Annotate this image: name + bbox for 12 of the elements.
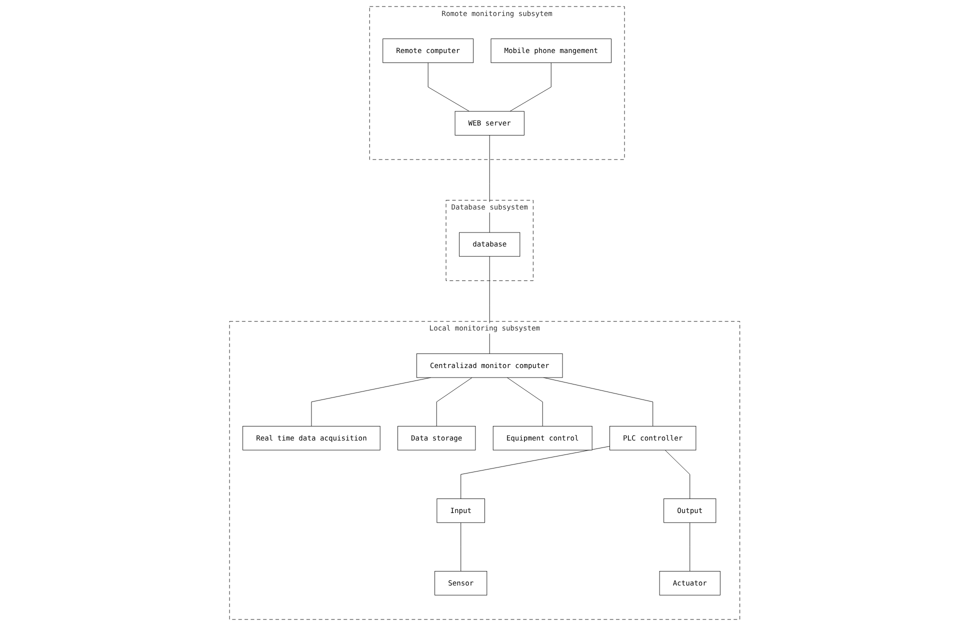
connector [428, 62, 470, 112]
connector [311, 376, 431, 426]
connector [489, 256, 490, 354]
connector [664, 449, 690, 498]
connector [509, 62, 552, 112]
connector [506, 376, 543, 426]
connector [460, 446, 610, 498]
connector [436, 376, 472, 426]
connector [689, 522, 690, 571]
connector [489, 134, 490, 232]
connector [542, 376, 653, 426]
connector [460, 522, 461, 571]
